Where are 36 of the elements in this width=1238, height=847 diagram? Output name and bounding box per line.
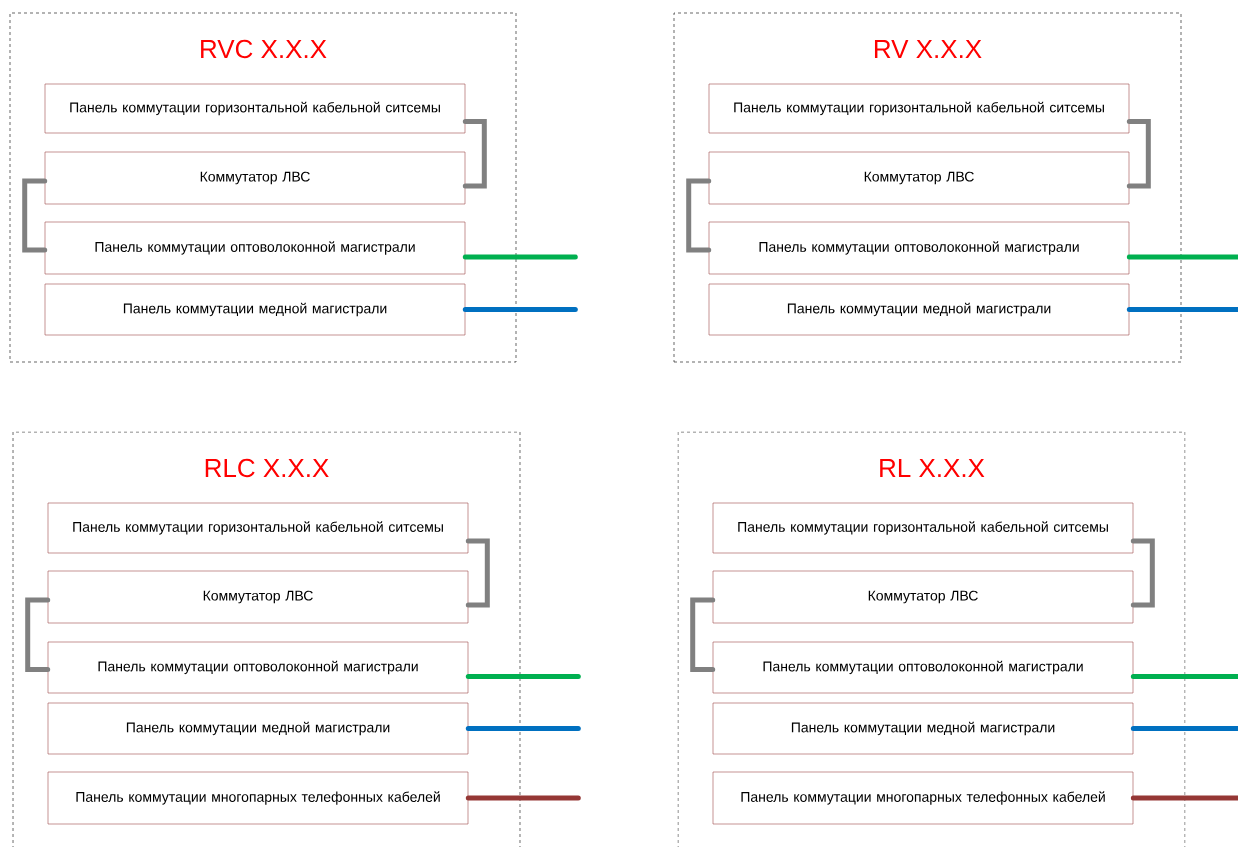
cable-bracket (465, 538, 490, 608)
panel-box: Коммутатор ЛВС (47, 570, 469, 624)
panel-box: Коммутатор ЛВС (712, 570, 1134, 624)
cable-bracket (686, 178, 712, 253)
cable-line (1126, 307, 1238, 312)
cable-line (465, 674, 581, 679)
panel-box: Панель коммутации медной магистрали (44, 283, 466, 336)
panel-box: Панель коммутации оптоволоконной магистрали (47, 641, 469, 694)
cable-bracket (690, 597, 716, 672)
panel-box: Панель коммутации медной магистрали (47, 702, 469, 755)
cable-line (1126, 254, 1238, 260)
panel-box: Коммутатор ЛВС (708, 151, 1130, 205)
panel-box: Панель коммутации многопарных телефонных кабелей (47, 771, 469, 825)
cable-bracket (1126, 119, 1151, 189)
panel-box: Панель коммутации горизонтальной кабельной ситсемы (708, 83, 1130, 134)
panel-box: Панель коммутации оптоволоконной магистрали (44, 221, 466, 275)
cable-bracket (462, 119, 487, 189)
panel-box: Панель коммутации горизонтальной кабельной ситсемы (712, 502, 1134, 554)
cable-line (465, 726, 581, 731)
panel-box: Панель коммутации горизонтальной кабельной ситсемы (47, 502, 469, 554)
cable-bracket (22, 178, 48, 253)
panel-box: Панель коммутации оптоволоконной магистрали (708, 221, 1130, 275)
cable-line (465, 795, 581, 801)
panel-box: Панель коммутации оптоволоконной магистрали (712, 641, 1134, 694)
cable-line (1130, 674, 1238, 679)
panel-box: Панель коммутации медной магистрали (708, 283, 1130, 336)
panel-box: Панель коммутации горизонтальной кабельной ситсемы (44, 83, 466, 134)
panel-box: Панель коммутации медной магистрали (712, 702, 1134, 755)
cable-bracket (1130, 538, 1155, 608)
panel-box: Коммутатор ЛВС (44, 151, 466, 205)
cable-line (462, 254, 578, 260)
cable-line (462, 307, 578, 312)
cable-bracket (25, 597, 51, 672)
panel-box: Панель коммутации многопарных телефонных кабелей (712, 771, 1134, 825)
cable-line (1130, 726, 1238, 731)
cable-line (1130, 795, 1238, 801)
